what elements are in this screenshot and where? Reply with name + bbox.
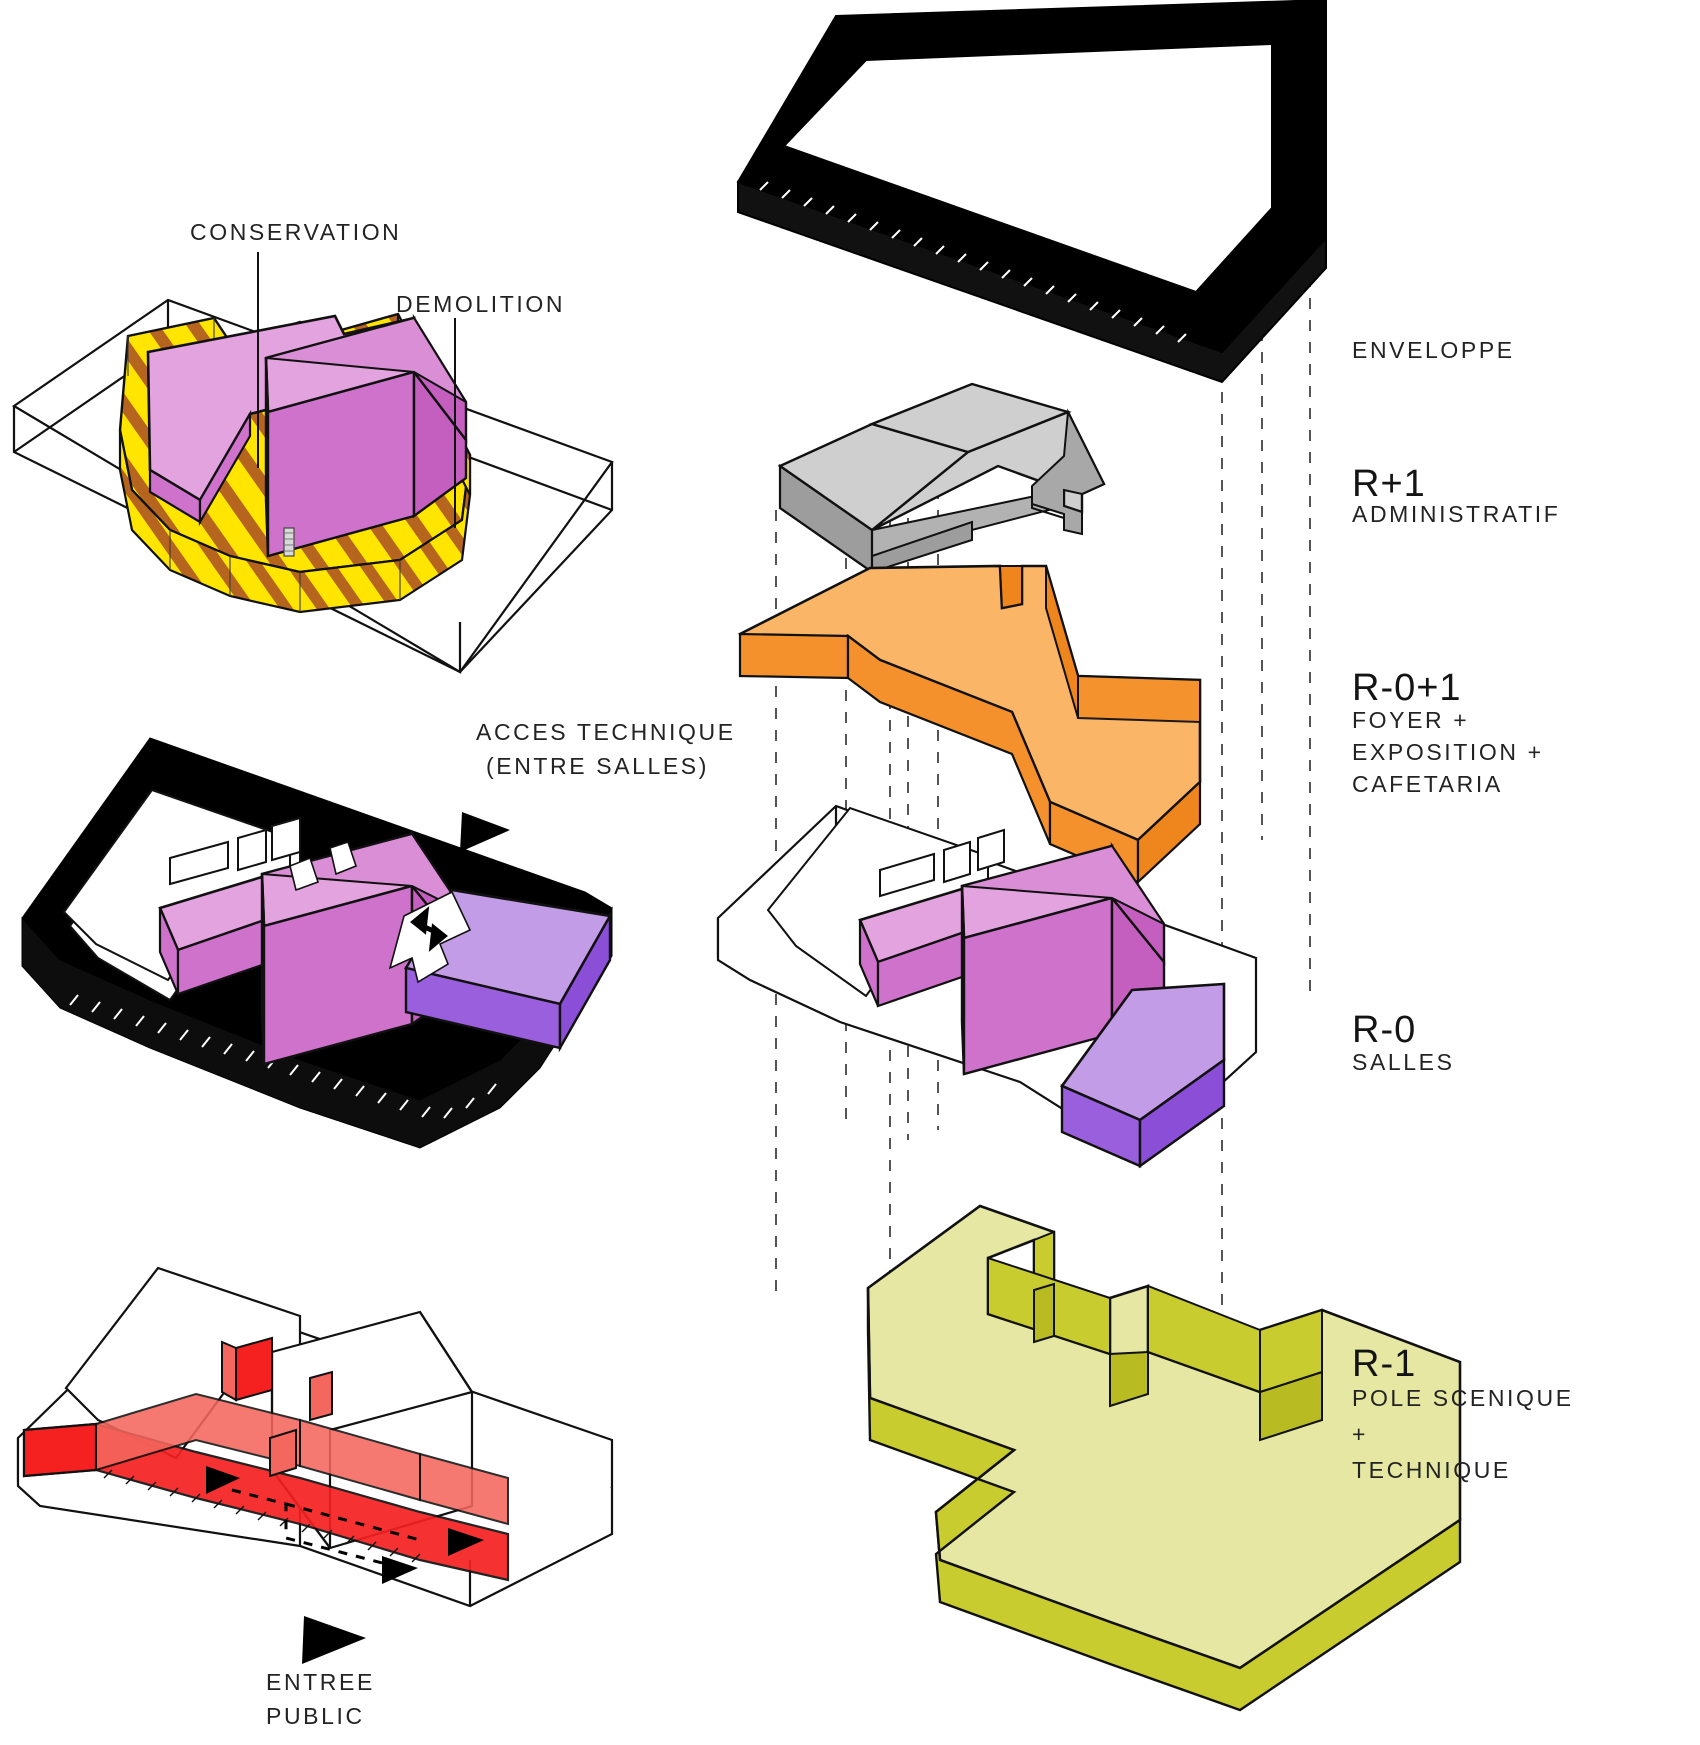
label-entree-line1: ENTREE: [266, 1669, 375, 1695]
legend-title-r-plus-1: R+1: [1352, 463, 1426, 505]
view-existing: [11, 252, 614, 674]
legend-title-r-0-plus-1: R-0+1: [1352, 667, 1462, 709]
red-risers-3: [221, 1336, 333, 1478]
label-acces-technique-line1: ACCES TECHNIQUE: [476, 719, 736, 745]
circulation-arrows-3: [206, 1466, 484, 1584]
entry-arrow-public: [302, 1616, 366, 1664]
access-arrow-technique: [460, 812, 510, 852]
legend-title-r-minus-1: R-1: [1352, 1343, 1417, 1385]
label-conservation: CONSERVATION: [190, 219, 402, 245]
technique-gap-2: [289, 840, 472, 984]
detail-post-1: [283, 527, 295, 557]
volume-r-0: [716, 804, 1258, 1169]
label-demolition: DEMOLITION: [396, 291, 566, 317]
circulation-path-3: [231, 1488, 421, 1568]
conservation-volume: [146, 313, 468, 558]
legend-sub-r-0-plus-1-0: FOYER +: [1352, 707, 1470, 733]
circulation-slab-3: [22, 1392, 510, 1582]
label-acces-technique-line2: (ENTRE SALLES): [486, 753, 710, 779]
label-entree-line2: PUBLIC: [266, 1703, 365, 1729]
legend-sub-r-0-plus-1-2: CAFETARIA: [1352, 771, 1503, 797]
volume-enveloppe: [736, 0, 1327, 384]
volume-r-plus-1: [777, 382, 1106, 575]
legend-sub-r-minus-1-2: TECHNIQUE: [1352, 1457, 1511, 1483]
view-public: [16, 1266, 614, 1664]
legend-sub-r-0-0: SALLES: [1352, 1049, 1455, 1075]
legend-sub-r-minus-1-0: POLE SCENIQUE: [1352, 1385, 1574, 1411]
legend-title-r-0: R-0: [1352, 1009, 1417, 1051]
legend-title-enveloppe: ENVELOPPE: [1352, 337, 1515, 363]
legend-sub-r-plus-1-0: ADMINISTRATIF: [1352, 501, 1561, 527]
legend-sub-r-minus-1-1: +: [1352, 1421, 1369, 1447]
volume-r-0-plus-1: [738, 564, 1202, 885]
view-exploded: [716, 0, 1462, 1712]
volume-r-minus-1: [866, 1204, 1462, 1712]
callout-leaders-1: [257, 252, 456, 528]
legend-sub-r-0-plus-1-1: EXPOSITION +: [1352, 739, 1544, 765]
double-arrow-technique: [410, 906, 448, 952]
view-technique: [21, 737, 613, 1149]
